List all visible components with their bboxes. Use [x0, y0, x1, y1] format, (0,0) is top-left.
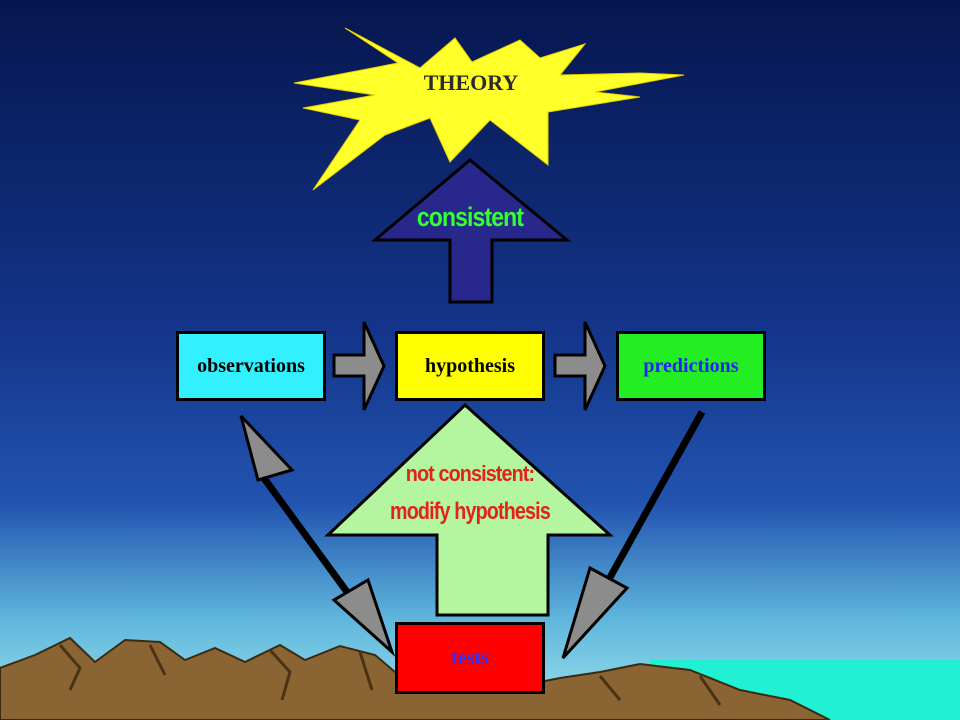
hypothesis-label: hypothesis: [424, 354, 516, 377]
mountain-ridges: [58, 644, 722, 706]
not-consistent-label: not consistent:: [405, 461, 535, 486]
observations-label: observations: [197, 354, 305, 377]
tests-box: tests: [395, 622, 545, 694]
observations-box: observations: [176, 331, 326, 401]
predictions-box: predictions: [616, 331, 766, 401]
consistent-label: consistent: [416, 201, 524, 232]
tests-label: tests: [451, 646, 489, 669]
predictions-label: predictions: [643, 354, 739, 377]
predictions-to-tests-arrow: [561, 410, 706, 660]
chevron-right-icon: [332, 321, 386, 411]
sunburst-icon: [293, 27, 685, 191]
double-headed-arrow-icon: [239, 414, 396, 657]
chevron-right-icon: [553, 321, 607, 411]
modify-hypothesis-label: modify hypothesis: [390, 498, 551, 525]
hypothesis-box: hypothesis: [395, 331, 545, 401]
not-consistent-arrow: [324, 402, 614, 617]
theory-label: THEORY: [423, 70, 519, 95]
consistent-arrow: [370, 158, 572, 304]
